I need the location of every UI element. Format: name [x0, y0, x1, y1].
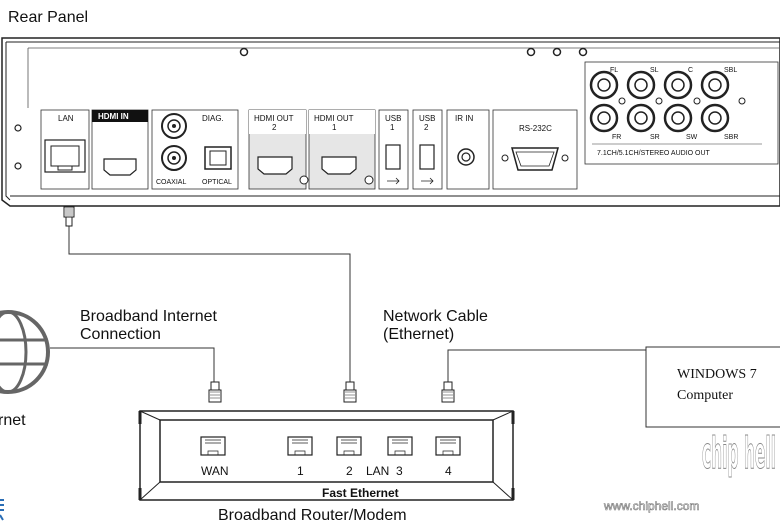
screw [578, 47, 588, 57]
hdmi-out-2-port [257, 156, 293, 175]
coaxial-label: COAXIAL [156, 179, 186, 186]
broadband-label-line1: Broadband Internet [80, 308, 218, 325]
watermark-url: www.chiphell.com [603, 499, 699, 513]
router-name-label: Broadband Router/Modem [218, 507, 407, 524]
rj45-plug [343, 381, 357, 403]
usb-2-label: USB [419, 114, 435, 123]
hdmi-out-1-label: HDMI OUT [314, 114, 354, 123]
hdmi-out-2-label: HDMI OUT [254, 114, 294, 123]
ir-in-section: IR IN [446, 109, 490, 190]
screw [14, 162, 22, 170]
ir-in-label: IR IN [455, 114, 473, 123]
usb-icon [387, 177, 400, 185]
hdmi-in-section: HDMI IN [91, 109, 149, 190]
usb-1-label: USB [385, 114, 401, 123]
router-port-4-label: 4 [445, 464, 452, 478]
globe-icon [0, 310, 50, 394]
router-wan-label: WAN [201, 464, 229, 478]
router-lan-label: LAN [366, 464, 389, 478]
audio-sbr-label: SBR [724, 134, 738, 141]
router-fast-ethernet-label: Fast Ethernet [322, 486, 399, 500]
audio-c-label: C [688, 67, 693, 74]
rj45-plug [63, 206, 75, 227]
usb-1-port [385, 144, 401, 170]
hdmi-out-1-number: 1 [332, 123, 337, 132]
computer-label: Computer [677, 388, 733, 403]
usb-1-section: USB 1 [378, 109, 409, 190]
screw [14, 124, 22, 132]
lan-port-section: LAN [40, 109, 90, 190]
hdmi-out-1-section: HDMI OUT 1 [308, 109, 376, 190]
router-port-2 [336, 436, 362, 456]
usb-2-port [419, 144, 435, 170]
logo-fragment [0, 499, 4, 521]
computer-os-label: WINDOWS 7 [677, 367, 757, 382]
audio-sw-label: SW [686, 134, 698, 141]
rs232c-section: RS-232C [492, 109, 578, 190]
router-port-1 [287, 436, 313, 456]
usb-2-section: USB 2 [412, 109, 443, 190]
router-port-4 [435, 436, 461, 456]
router-port-1-label: 1 [297, 464, 304, 478]
audio-sl-label: SL [650, 67, 659, 74]
cable-player-to-router [68, 226, 351, 382]
usb-2-number: 2 [424, 123, 429, 132]
hdmi-out-2-number: 2 [272, 123, 277, 132]
cable-internet-to-router [50, 347, 215, 382]
audio-out-label: 7.1CH/5.1CH/STEREO AUDIO OUT [597, 150, 711, 157]
router-port-3 [387, 436, 413, 456]
hdmi-out-1-port [321, 156, 357, 175]
cable-computer-to-router [447, 349, 646, 382]
rs232c-label: RS-232C [519, 124, 552, 133]
audio-fr-label: FR [612, 134, 621, 141]
lan-label: LAN [58, 114, 74, 123]
cables [50, 226, 646, 382]
diag-label: DIAG. [202, 114, 224, 123]
rj45-plug [441, 381, 455, 403]
watermark-logo: chip hell [702, 428, 776, 479]
audio-sr-label: SR [650, 134, 660, 141]
router: WAN 1 2 LAN 3 4 Fast Ethernet [138, 410, 515, 501]
audio-out-section: FL SL C SBL FR SR SW SBR 7.1CH/5.1C [584, 61, 779, 165]
diagram-title: Rear Panel [8, 9, 88, 26]
internet-label-partial: rnet [0, 412, 26, 429]
screw [526, 47, 536, 57]
router-wan-port [200, 436, 226, 456]
hdmi-in-port [103, 158, 137, 176]
screw [239, 47, 249, 57]
hdmi-in-label: HDMI IN [98, 112, 129, 121]
router-port-2-label: 2 [346, 464, 353, 478]
audio-digital-section: DIAG. COAXIAL OPTICAL [151, 109, 239, 190]
audio-sbl-label: SBL [724, 67, 737, 74]
audio-fl-label: FL [610, 67, 618, 74]
broadband-label-line2: Connection [80, 326, 161, 343]
hdmi-out-2-section: HDMI OUT 2 [248, 109, 309, 190]
usb-icon [421, 177, 434, 185]
rj45-plug [208, 381, 222, 403]
network-cable-label-line2: (Ethernet) [383, 326, 454, 343]
usb-1-number: 1 [390, 123, 395, 132]
computer-box: WINDOWS 7 Computer [645, 346, 780, 428]
optical-label: OPTICAL [202, 179, 232, 186]
router-port-3-label: 3 [396, 464, 403, 478]
network-cable-label-line1: Network Cable [383, 308, 488, 325]
screw [552, 47, 562, 57]
